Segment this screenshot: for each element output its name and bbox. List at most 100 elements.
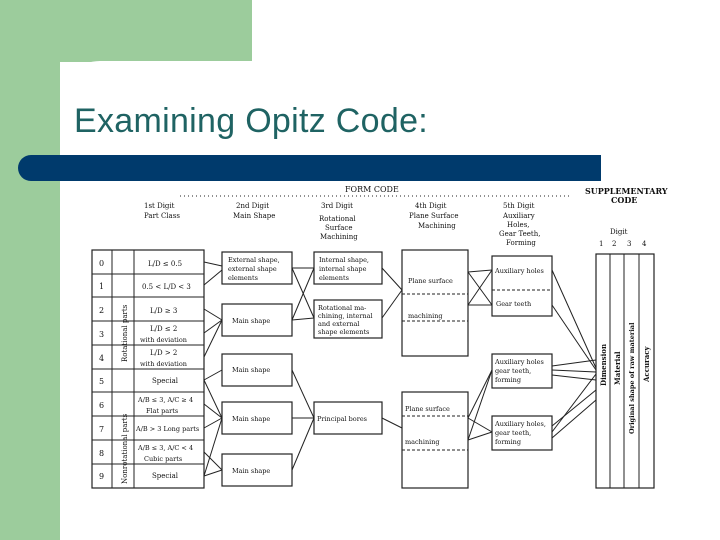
- row-index-8: 8: [99, 449, 104, 458]
- col5-header-2: Auxiliary: [502, 212, 535, 220]
- supp-digit-4: 4: [642, 240, 647, 248]
- col4-header-3: Machining: [418, 222, 456, 230]
- row-index-3: 3: [99, 330, 104, 339]
- col1-header-1: 1st Digit: [144, 202, 175, 210]
- part-class-r4b: with deviation: [140, 360, 187, 368]
- part-class-r4: L/D > 2: [150, 349, 177, 357]
- rot-surface-2-line4: shape elements: [318, 328, 369, 336]
- plane-surface-2-bottom: machining: [405, 438, 440, 446]
- supp-col-raw-shape: Original shape of raw material: [628, 322, 636, 434]
- main-shape-2-label: Main shape: [232, 317, 270, 325]
- plane-surface-box-2: [401, 391, 469, 489]
- aux-4-line1: Auxiliary holes,: [494, 420, 546, 428]
- main-shape-box-5: [221, 453, 293, 487]
- connector-lines: [203, 261, 597, 477]
- col3-header-2: Rotational: [319, 215, 356, 223]
- part-class-r8: A/B ≤ 3, A/C < 4: [137, 444, 193, 452]
- group-label-nonrotational: Nonrotational parts: [121, 413, 129, 484]
- main-shape-5-label: Main shape: [232, 467, 270, 475]
- rot-surface-1-line2: internal shape: [319, 265, 367, 273]
- plane-surface-1-bottom: machining: [408, 312, 443, 320]
- row-index-9: 9: [99, 472, 104, 481]
- main-shape-box-1: [221, 251, 293, 285]
- form-code-header: FORM CODE: [345, 185, 399, 194]
- col2-header-1: 2nd Digit: [236, 202, 269, 210]
- part-class-r8b: Cubic parts: [144, 455, 182, 463]
- aux-3-line3: forming: [495, 376, 521, 384]
- col4-header-1: 4th Digit: [415, 202, 447, 210]
- top-accent-block: [60, 0, 252, 62]
- main-shape-1-line1: External shape,: [228, 256, 280, 264]
- col5-header-3: Holes,: [507, 221, 530, 229]
- part-class-r0: L/D ≤ 0.5: [148, 260, 182, 268]
- opitz-diagram-svg: FORM CODE SUPPLEMENTARY CODE 1st Digit P…: [91, 185, 668, 489]
- aux-2-label: Gear teeth: [496, 300, 531, 308]
- rot-surface-box-2: [313, 299, 383, 339]
- rot-surface-box-3: [313, 401, 383, 435]
- left-accent-band: [0, 0, 60, 540]
- rot-surface-box-1: [313, 251, 383, 285]
- supp-col-dimension: Dimension: [599, 344, 608, 386]
- aux-box-1: [491, 255, 553, 317]
- col5-header-1: 5th Digit: [503, 202, 535, 210]
- main-shape-1-line3: elements: [228, 274, 258, 282]
- row-index-2: 2: [99, 306, 104, 315]
- main-shape-box-4: [221, 401, 293, 435]
- supp-digit-3: 3: [627, 240, 631, 248]
- col5-header-5: Forming: [506, 239, 536, 247]
- row-index-0: 0: [99, 259, 104, 268]
- aux-box-4: [491, 415, 553, 451]
- slide-title: Examining Opitz Code:: [74, 102, 429, 140]
- plane-surface-1-top: Plane surface: [408, 277, 453, 285]
- supp-digit-1: 1: [599, 240, 603, 248]
- group-label-rotational: Rotational parts: [121, 304, 129, 362]
- row-index-7: 7: [99, 425, 104, 434]
- col1-header-2: Part Class: [144, 212, 180, 220]
- aux-1-label: Auxiliary holes: [494, 267, 544, 275]
- part-class-r1: 0.5 < L/D < 3: [142, 283, 191, 291]
- aux-box-3: [491, 353, 553, 389]
- col3-header-3: Surface: [325, 224, 352, 232]
- rot-surface-2-line2: chining, internal: [318, 312, 373, 320]
- part-class-r3: L/D ≤ 2: [150, 325, 177, 333]
- main-shape-3-label: Main shape: [232, 366, 270, 374]
- col3-header-4: Machining: [320, 233, 358, 241]
- main-shape-1-line2: external shape: [228, 265, 277, 273]
- supp-col-accuracy: Accuracy: [642, 345, 651, 383]
- main-shape-4-label: Main shape: [232, 415, 270, 423]
- aux-4-line3: forming: [495, 438, 521, 446]
- row-index-5: 5: [99, 377, 104, 386]
- part-class-r7: A/B > 3 Long parts: [135, 425, 199, 433]
- col2-header-2: Main Shape: [233, 212, 275, 220]
- part-class-r3b: with deviation: [140, 336, 187, 344]
- part-class-r6b: Flat parts: [146, 407, 178, 415]
- col3-header-1: 3rd Digit: [321, 202, 353, 210]
- supplementary-header-2: CODE: [611, 195, 637, 205]
- col4-header-2: Plane Surface: [409, 212, 458, 220]
- opitz-code-diagram: FORM CODE SUPPLEMENTARY CODE 1st Digit P…: [90, 180, 670, 500]
- rot-surface-1-line1: Internal shape,: [319, 256, 369, 264]
- plane-surface-box-1: [401, 249, 469, 357]
- aux-4-line2: gear teeth,: [495, 429, 531, 437]
- rot-surface-1-line3: elements: [319, 274, 349, 282]
- supp-digit-2: 2: [612, 240, 616, 248]
- main-shape-box-3: [221, 353, 293, 387]
- main-shape-box-2: [221, 303, 293, 337]
- rot-surface-3-label: Principal bores: [317, 415, 367, 423]
- row-index-6: 6: [99, 401, 104, 410]
- title-underline-bar: [18, 155, 601, 181]
- part-class-r2: L/D ≥ 3: [150, 307, 177, 315]
- row-index-1: 1: [99, 282, 104, 291]
- col5-header-4: Gear Teeth,: [499, 230, 540, 238]
- supp-col-material: Material: [613, 351, 622, 385]
- rot-surface-2-line1: Rotational ma-: [318, 304, 366, 312]
- rot-surface-2-line3: and external: [318, 320, 360, 328]
- part-class-r9: Special: [152, 472, 179, 480]
- supplementary-header-1: SUPPLEMENTARY: [585, 186, 668, 196]
- supp-digit-label: Digit: [610, 228, 628, 236]
- aux-3-line2: gear teeth,: [495, 367, 531, 375]
- plane-surface-2-top: Plane surface: [405, 405, 450, 413]
- part-class-r5: Special: [152, 377, 179, 385]
- aux-3-line1: Auxiliary holes: [494, 358, 544, 366]
- supp-code-block: [595, 253, 655, 489]
